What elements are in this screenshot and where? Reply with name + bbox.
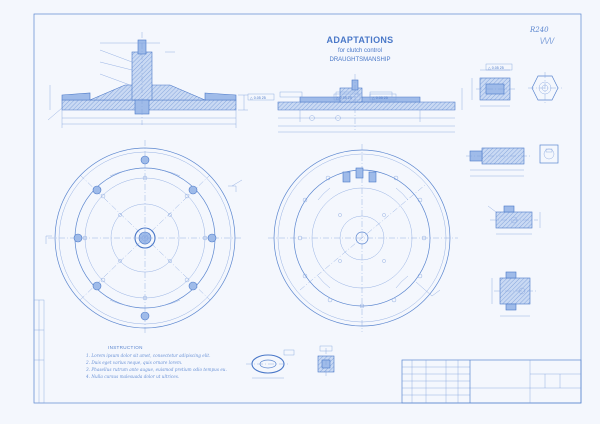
instruction-item-3: 3. Phasellus rutrum ante augue, euismod … <box>86 367 227 372</box>
plan-view-left <box>45 140 243 335</box>
detail-bushing-top <box>471 69 562 107</box>
detail-washer <box>246 349 295 379</box>
callout-tag-d: △ 0.05 25 <box>488 66 504 70</box>
detail-shaft <box>466 144 559 177</box>
callout-tag-a: △ 0.05 25 <box>250 96 266 100</box>
corner-note-roughness: \/\/\/ <box>540 37 555 45</box>
corner-note-radius: R240 <box>529 26 549 34</box>
section-view-left <box>47 32 248 128</box>
callout-tag-b: △ 0.05 25 <box>336 96 352 100</box>
drawing-title: ADAPTATIONS <box>327 35 394 45</box>
drawing-frame <box>33 13 582 404</box>
drawing-caption: DRAUGHTSMANSHIP <box>329 57 390 63</box>
plan-view-right <box>268 144 458 332</box>
left-margin-strip <box>33 299 45 404</box>
instruction-item-2: 2. Duis eget varius neque, quis ornare l… <box>85 360 182 365</box>
drawing-subtitle: for clutch control <box>338 48 382 54</box>
instruction-block: INSTRUCTION 1. Lorem ipsum dolor sit ame… <box>85 345 227 379</box>
detail-pin <box>317 345 335 378</box>
instruction-item-1: 1. Lorem ipsum dolor sit amet, consectet… <box>86 353 210 358</box>
instruction-item-4: 4. Nulla cursus malesuada dolor ut ultri… <box>85 374 179 379</box>
callout-tag-c: △ 0.05 25 <box>372 96 388 100</box>
detail-flange <box>491 271 536 317</box>
title-table <box>401 359 582 404</box>
tolerance-callouts: △ 0.05 25 △ 0.05 25 △ 0.05 25 △ 0.05 25 <box>247 63 513 101</box>
detail-bracket <box>487 205 541 235</box>
instruction-heading: INSTRUCTION <box>108 345 143 350</box>
